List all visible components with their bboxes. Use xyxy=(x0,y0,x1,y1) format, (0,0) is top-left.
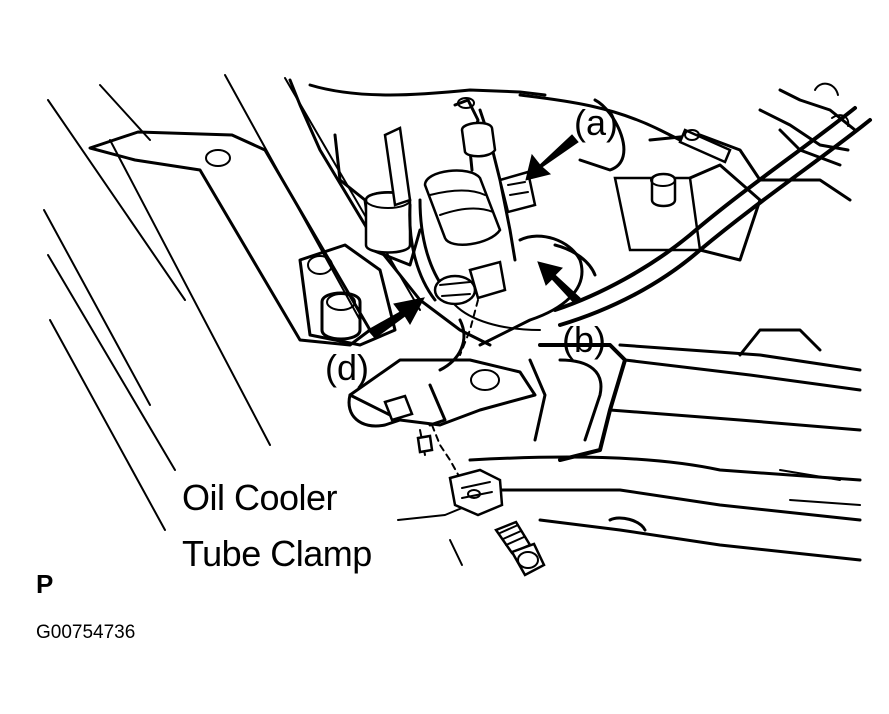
corner-mark: P xyxy=(36,569,53,599)
part-label-line1: Oil Cooler xyxy=(182,477,338,518)
label-leader xyxy=(397,507,463,521)
upper-bracket-plate xyxy=(88,130,397,347)
callout-d: (d) xyxy=(325,347,369,388)
engine-components xyxy=(288,78,857,347)
arrow-d xyxy=(367,297,425,339)
lower-bracket xyxy=(347,358,537,428)
callout-b: (b) xyxy=(562,319,606,360)
hose-fitting-d xyxy=(433,274,477,306)
bracket-boss xyxy=(320,291,362,341)
arrow-b xyxy=(537,261,581,305)
arrow-icon xyxy=(367,134,581,339)
bracket-hole-upper xyxy=(205,149,231,167)
bolt-guide xyxy=(449,539,463,566)
clamp-icon xyxy=(448,468,504,517)
connector-a xyxy=(498,170,537,214)
installation-guide xyxy=(416,299,479,479)
bolt-icon xyxy=(494,520,546,577)
part-label-line2: Tube Clamp xyxy=(182,533,372,574)
sensor-body xyxy=(423,169,502,246)
figure-id: G00754736 xyxy=(36,622,135,643)
oil-cooler-tube xyxy=(408,106,872,372)
callout-a: (a) xyxy=(574,102,618,143)
lower-frame xyxy=(468,328,862,562)
lower-bracket-hole xyxy=(470,369,500,391)
arrow-a xyxy=(525,134,579,181)
bracket-hole-middle xyxy=(307,255,333,275)
